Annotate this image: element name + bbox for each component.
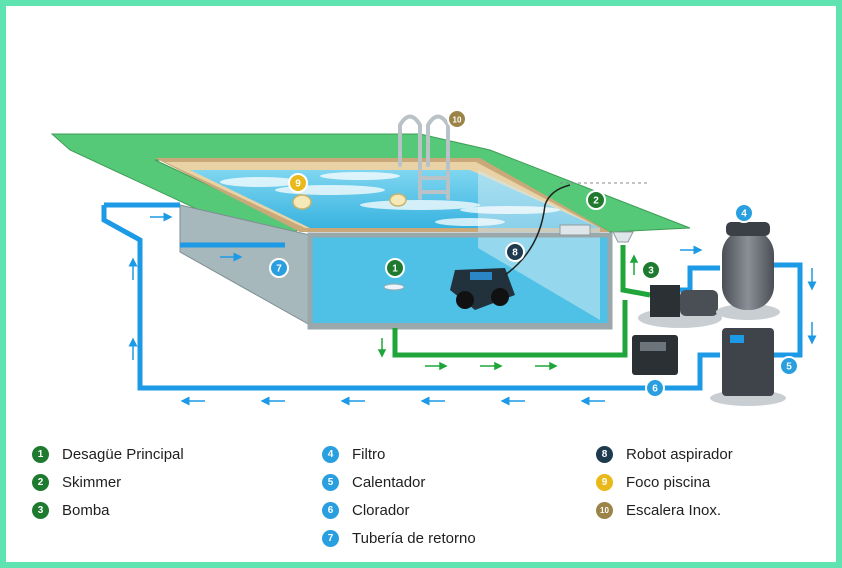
callout-badge-4: 4 [734, 203, 754, 223]
robot-cleaner-icon [450, 184, 571, 310]
callout-number: 3 [648, 266, 654, 277]
callout-number: 2 [593, 196, 599, 207]
callout-badge-7: 7 [269, 258, 289, 278]
callout-badge-9: 9 [288, 173, 308, 193]
main-drain-icon [383, 283, 405, 291]
skimmer-icon [559, 224, 634, 243]
suction-arrows [377, 254, 639, 371]
callout-number: 9 [295, 179, 301, 190]
heater-icon [710, 328, 786, 406]
return-pipe [101, 202, 803, 391]
callout-badge-1: 1 [385, 258, 405, 278]
callout-badges: 1 2 3 4 5 6 7 8 9 10 [269, 109, 799, 398]
callout-number: 5 [786, 362, 792, 373]
callout-number: 8 [512, 248, 518, 259]
chlorinator-icon [632, 335, 678, 375]
callout-badge-5: 5 [779, 356, 799, 376]
callout-badge-3: 3 [641, 260, 661, 280]
flow-arrows [128, 212, 817, 406]
callout-badge-2: 2 [586, 190, 606, 210]
callout-number: 1 [392, 264, 398, 275]
pool-light-icon [389, 193, 407, 207]
water-ripples [220, 172, 560, 226]
callout-number: 6 [652, 384, 658, 395]
pool-light-icon [292, 194, 312, 210]
ladder [398, 114, 450, 200]
callout-number: 4 [741, 209, 747, 220]
callout-number: 10 [453, 116, 462, 125]
filter-icon [716, 222, 780, 320]
suction-pipe [392, 245, 651, 358]
pump-icon [638, 285, 722, 328]
callout-badge-8: 8 [505, 242, 525, 262]
callout-badge-10: 10 [447, 109, 467, 129]
callout-badge-6: 6 [645, 378, 665, 398]
callout-number: 7 [276, 264, 282, 275]
